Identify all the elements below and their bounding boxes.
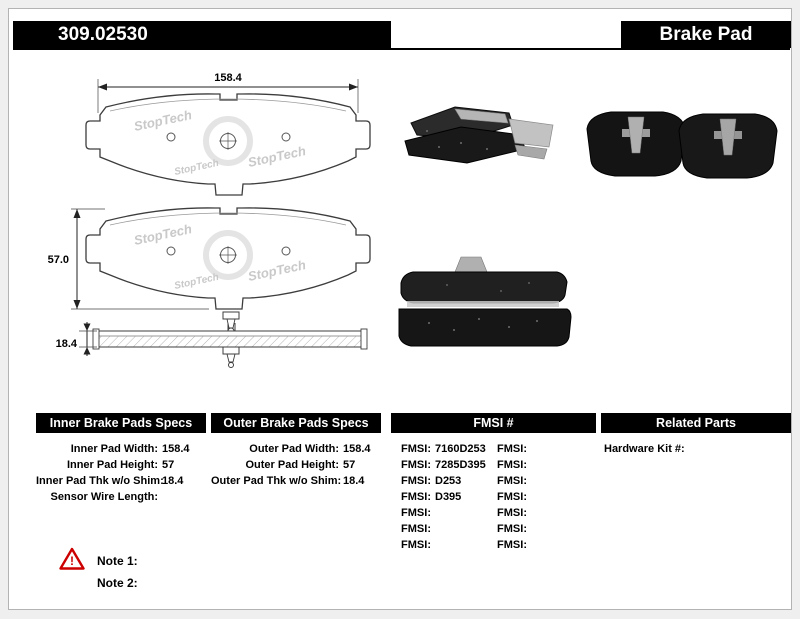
spec-label: Outer Pad Thk w/o Shim: [211, 475, 342, 487]
fmsi-label: FMSI: [497, 459, 527, 471]
front-view-drawing-top [86, 94, 370, 195]
dimension-thickness: 18.4 [56, 322, 97, 356]
fmsi-header: FMSI # [391, 413, 596, 433]
fmsi-row: FMSI: [487, 489, 587, 505]
spec-value: 57 [343, 459, 356, 471]
outer-specs-column: Outer Pad Width: 158.4 Outer Pad Height:… [211, 441, 381, 489]
fmsi-label: FMSI: [401, 507, 431, 519]
technical-drawing-area: StopTech StopTech StopTech 158.4 57.0 [48, 72, 778, 368]
fmsi-label: FMSI: [497, 539, 527, 551]
dimension-width: 158.4 [97, 72, 359, 113]
part-number-bar: 309.02530 [13, 21, 391, 48]
spec-value: 158.4 [162, 443, 190, 455]
fmsi-value: D253 [435, 475, 462, 487]
dimension-height: 57.0 [48, 208, 209, 310]
fmsi-row: FMSI: 7160D253 [391, 441, 491, 457]
related-parts-column: Hardware Kit #: [601, 441, 791, 457]
product-type: Brake Pad [659, 24, 753, 45]
fmsi-column-2: FMSI: FMSI: FMSI: FMSI: FMSI: FMSI: FMSI… [487, 441, 587, 553]
fmsi-row: FMSI: [487, 457, 587, 473]
fmsi-value: D395 [435, 491, 462, 503]
spec-value: 158.4 [343, 443, 371, 455]
spec-sheet-page: 309.02530 Brake Pad StopTech StopTech St… [8, 8, 792, 610]
fmsi-row: FMSI: [391, 505, 491, 521]
fmsi-label: FMSI: [401, 475, 431, 487]
spec-row: Sensor Wire Length: [36, 489, 206, 505]
fmsi-label: FMSI: [401, 491, 431, 503]
spec-label: Outer Pad Height: [245, 459, 339, 471]
inner-specs-column: Inner Pad Width: 158.4 Inner Pad Height:… [36, 441, 206, 505]
fmsi-row: FMSI: D253 [391, 473, 491, 489]
spec-label: Outer Pad Width: [249, 443, 339, 455]
fmsi-label: FMSI: [401, 539, 431, 551]
header-divider [13, 48, 790, 50]
fmsi-label: FMSI: [497, 491, 527, 503]
fmsi-row: FMSI: D395 [391, 489, 491, 505]
note-1-label: Note 1: [97, 554, 138, 568]
fmsi-value: 7285D395 [435, 459, 486, 471]
fmsi-label: FMSI: [497, 507, 527, 519]
profile-view-drawing [92, 323, 368, 368]
thickness-dimension-label: 18.4 [56, 338, 78, 350]
spec-row: Outer Pad Width: 158.4 [211, 441, 381, 457]
fmsi-row: FMSI: [487, 521, 587, 537]
fmsi-label: FMSI: [401, 523, 431, 535]
fmsi-label: FMSI: [401, 443, 431, 455]
spec-value: 18.4 [162, 475, 184, 487]
fmsi-label: FMSI: [497, 523, 527, 535]
height-dimension-label: 57.0 [48, 254, 69, 266]
related-label: Hardware Kit #: [604, 443, 685, 455]
product-photo-pads-edge [398, 256, 572, 347]
fmsi-row: FMSI: [391, 537, 491, 553]
spec-value: 18.4 [343, 475, 365, 487]
spec-label: Inner Pad Width: [70, 443, 158, 455]
fmsi-value: 7160D253 [435, 443, 486, 455]
spec-value: 57 [162, 459, 175, 471]
fmsi-row: FMSI: 7285D395 [391, 457, 491, 473]
fmsi-row: FMSI: [487, 505, 587, 521]
fmsi-row: FMSI: [487, 441, 587, 457]
fmsi-label: FMSI: [401, 459, 431, 471]
product-photo-pads-back [586, 111, 778, 179]
fmsi-row: FMSI: [487, 473, 587, 489]
fmsi-label: FMSI: [497, 475, 527, 487]
fmsi-label: FMSI: [497, 443, 527, 455]
warning-icon: ! [59, 547, 85, 570]
note-2-label: Note 2: [97, 576, 138, 590]
fmsi-row: FMSI: [487, 537, 587, 553]
fmsi-row: FMSI: [391, 521, 491, 537]
svg-text:!: ! [70, 554, 74, 568]
inner-specs-header: Inner Brake Pads Specs [36, 413, 206, 433]
part-number: 309.02530 [58, 24, 148, 45]
fmsi-column-1: FMSI: 7160D253 FMSI: 7285D395 FMSI: D253… [391, 441, 491, 553]
spec-label: Inner Pad Thk w/o Shim: [36, 475, 164, 487]
product-type-bar: Brake Pad [621, 21, 791, 48]
front-view-drawing-middle [86, 208, 370, 309]
spec-label: Sensor Wire Length: [50, 491, 158, 503]
related-parts-header: Related Parts [601, 413, 791, 433]
outer-specs-header: Outer Brake Pads Specs [211, 413, 381, 433]
spec-row: Outer Pad Thk w/o Shim: 18.4 [211, 473, 381, 489]
spec-row: Inner Pad Width: 158.4 [36, 441, 206, 457]
spec-row: Inner Pad Height: 57 [36, 457, 206, 473]
related-row: Hardware Kit #: [601, 441, 791, 457]
product-photo-pads-angle [404, 106, 554, 164]
width-dimension-label: 158.4 [214, 72, 242, 84]
spec-row: Outer Pad Height: 57 [211, 457, 381, 473]
spec-label: Inner Pad Height: [66, 459, 158, 471]
spec-row: Inner Pad Thk w/o Shim: 18.4 [36, 473, 206, 489]
